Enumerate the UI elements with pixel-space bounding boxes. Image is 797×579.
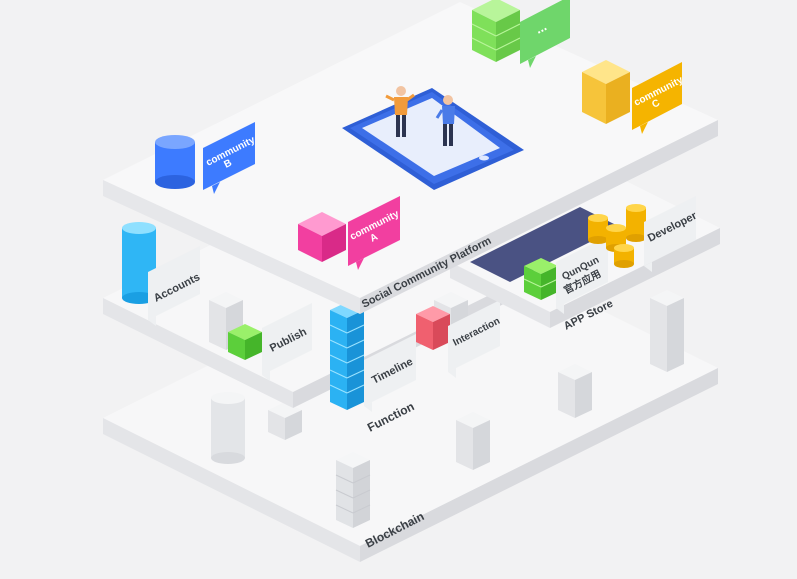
community-b-tag: community B [203, 122, 257, 194]
person-icon [385, 86, 415, 137]
community-a-line2: A [368, 232, 379, 245]
person-icon [435, 95, 455, 146]
chain-stack [335, 452, 371, 528]
developer-tag: Developer [644, 196, 699, 272]
app-store-layer: APP Store [450, 178, 720, 333]
timeline-tag: Timeline [364, 334, 416, 412]
community-c-line2: C [650, 98, 661, 111]
community-more-tag: ... [520, 0, 570, 68]
blockchain-blocks [211, 290, 684, 528]
green-cube [228, 324, 262, 360]
grey-cylinder [211, 392, 245, 464]
grey-box [268, 402, 302, 440]
grey-tall-box [650, 290, 684, 372]
timeline-module: Timeline [329, 302, 416, 412]
publish-module: Publish [209, 292, 312, 381]
app-store-panel [470, 207, 620, 282]
publish-tag: Publish [262, 303, 312, 381]
community-b: community B [155, 122, 257, 194]
community-b-line2: B [222, 158, 233, 171]
developer-module: Developer [588, 196, 699, 272]
interaction-tag: Interaction [448, 300, 502, 378]
gold-coins [588, 204, 646, 268]
red-cube [416, 306, 450, 350]
grey-box [558, 364, 592, 418]
interaction-module: Interaction [416, 292, 502, 378]
community-c: community C [582, 60, 685, 134]
community-more: ... [471, 0, 570, 68]
tablet-illustration [342, 86, 524, 190]
grey-box [456, 412, 490, 470]
